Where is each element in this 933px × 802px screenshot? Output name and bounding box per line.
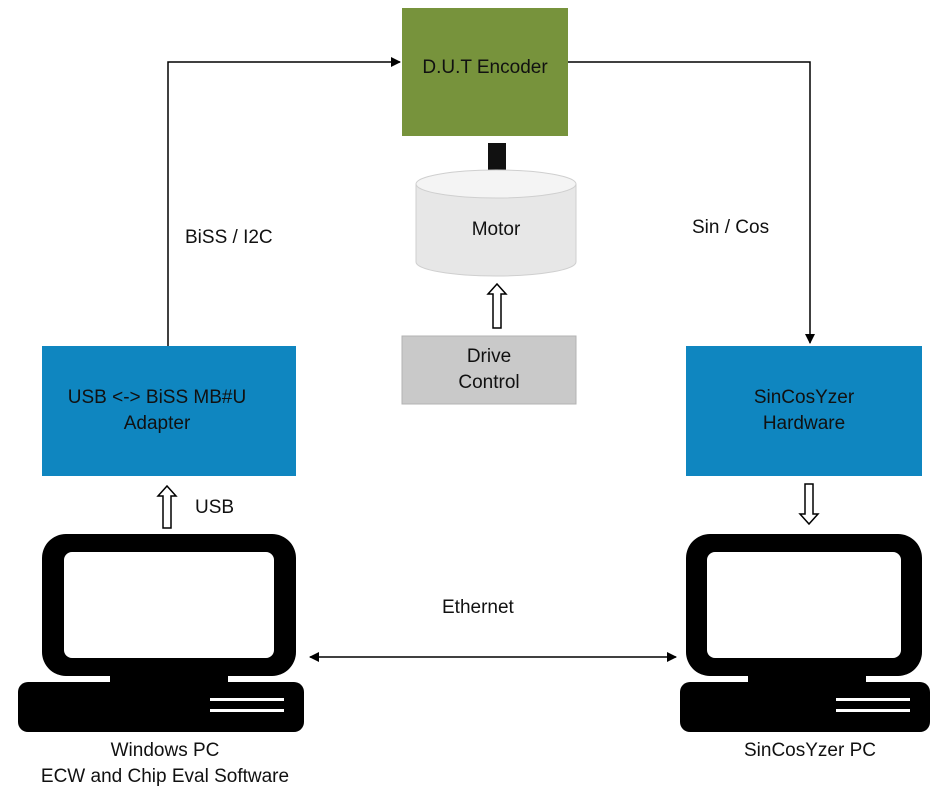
- usb-label: USB: [195, 497, 235, 518]
- adapter-line2: Adapter: [123, 413, 191, 434]
- hollow-arrow-icon: [798, 483, 820, 526]
- motor-cylinder: [415, 169, 577, 277]
- computer-icon: [18, 534, 304, 732]
- biss-connection-line: [167, 57, 401, 346]
- motor-shaft: [488, 143, 506, 172]
- motor-label: Motor: [416, 206, 576, 254]
- encoder-label: D.U.T Encoder: [402, 8, 568, 128]
- adapter-line1: USB <-> BiSS MB#U: [67, 387, 247, 409]
- sincos-hardware-line1: SinCosYzer: [753, 387, 855, 409]
- hollow-arrow-icon: [486, 282, 508, 329]
- drive-control-box: [401, 335, 577, 405]
- ethernet-label: Ethernet: [442, 597, 514, 618]
- drive-control-line1: Drive: [466, 346, 512, 368]
- encoder-label-text: D.U.T Encoder: [422, 57, 548, 79]
- sincos-hardware-line2: Hardware: [762, 413, 846, 434]
- adapter-label: USB <-> BiSS MB#U Adapter: [42, 346, 272, 476]
- drive-control-label: Drive Control: [402, 336, 576, 404]
- sincos-hardware-box: [686, 346, 922, 476]
- windows-pc-caption: Windows PC ECW and Chip Eval Software: [0, 738, 330, 800]
- motor-label-text: Motor: [471, 219, 521, 241]
- windows-pc-line1: Windows PC: [110, 740, 220, 761]
- sincos-hardware-label: SinCosYzer Hardware: [686, 346, 922, 476]
- hollow-arrow-icon: [156, 484, 178, 529]
- sincos-pc-label: SinCosYzer PC: [744, 740, 876, 761]
- biss-i2c-label: BiSS / I2C: [185, 227, 273, 248]
- sin-cos-label: Sin / Cos: [692, 217, 770, 238]
- encoder-box: [402, 8, 568, 136]
- sincos-connection-line: [568, 61, 815, 344]
- drive-control-line2: Control: [458, 372, 520, 393]
- sincos-pc-caption: SinCosYzer PC: [700, 738, 920, 768]
- adapter-box: [42, 346, 296, 476]
- computer-icon: [680, 534, 930, 732]
- windows-pc-line2: ECW and Chip Eval Software: [40, 765, 290, 787]
